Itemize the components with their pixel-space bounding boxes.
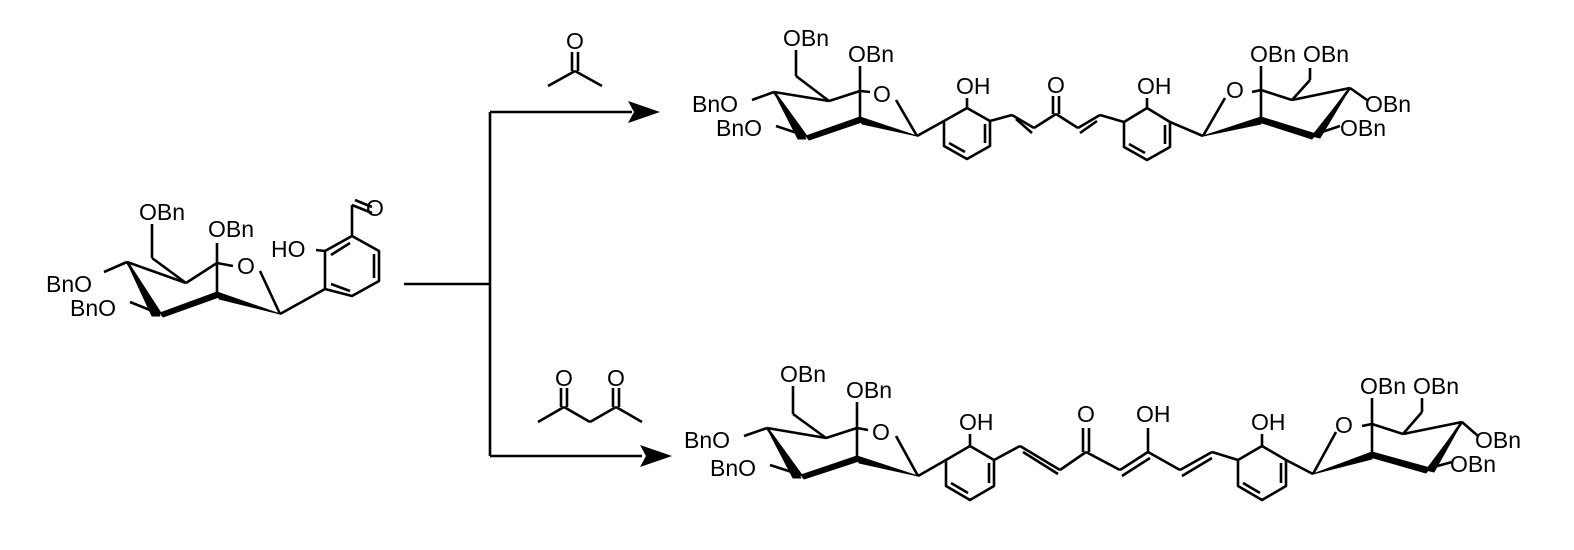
top-l-bno-4: BnO <box>692 91 738 117</box>
top-l-ring-o: O <box>873 81 891 107</box>
label-obn-anomeric: OBn <box>208 216 254 242</box>
reaction-arrows <box>404 101 672 467</box>
bot-l-obn-6: OBn <box>780 361 826 387</box>
top-ketone-o: O <box>1047 72 1065 98</box>
reagent-acetone: O <box>547 28 603 88</box>
bot-l-oh: OH <box>959 409 994 435</box>
top-r-ring-o: O <box>1226 77 1244 103</box>
label-ho: HO <box>271 236 306 262</box>
top-l-bno-3: BnO <box>716 115 762 141</box>
bot-r-obn-4: OBn <box>1475 427 1521 453</box>
bot-l-bno-4: BnO <box>684 427 730 453</box>
product-bottom: OBn OBn O BnO BnO OH O OH OH <box>684 361 1521 502</box>
label-aldehyde-o: O <box>366 195 384 221</box>
top-r-obn-4: OBn <box>1365 91 1411 117</box>
bot-r-ring-o: O <box>1335 412 1353 438</box>
top-l-oh: OH <box>956 73 991 99</box>
bot-l-bno-3: BnO <box>710 455 756 481</box>
label-bno-4: BnO <box>46 271 92 297</box>
top-l-obn-1: OBn <box>848 41 894 67</box>
arrow-head-top <box>628 101 660 123</box>
label-bno-3: BnO <box>70 295 116 321</box>
top-r-obn-3: OBn <box>1340 115 1386 141</box>
acetone-o: O <box>566 28 584 54</box>
acac-o-right: O <box>607 365 625 391</box>
top-r-obn-1: OBn <box>1250 41 1296 67</box>
top-r-oh: OH <box>1137 73 1172 99</box>
bot-r-oh: OH <box>1251 409 1286 435</box>
bot-r-obn-3: OBn <box>1450 451 1496 477</box>
label-ring-o: O <box>237 253 255 279</box>
bot-l-obn-1: OBn <box>846 377 892 403</box>
bot-r-obn-1: OBn <box>1360 373 1406 399</box>
acac-o-left: O <box>555 365 573 391</box>
product-top: OBn OBn O BnO BnO OH O OH <box>692 25 1411 162</box>
top-l-obn-6: OBn <box>783 25 829 51</box>
top-r-obn-6: OBn <box>1303 41 1349 67</box>
bot-enol-oh: OH <box>1136 401 1171 427</box>
bot-l-ring-o: O <box>872 419 890 445</box>
reagent-acetylacetone: O O <box>537 365 643 424</box>
arrow-head-bottom <box>640 445 672 467</box>
starting-material-aldehyde: OBn OBn HO O O BnO BnO <box>46 195 384 321</box>
bot-r-obn-6: OBn <box>1413 373 1459 399</box>
label-obn-primary: OBn <box>139 199 185 225</box>
bot-ketone-o: O <box>1077 401 1095 427</box>
